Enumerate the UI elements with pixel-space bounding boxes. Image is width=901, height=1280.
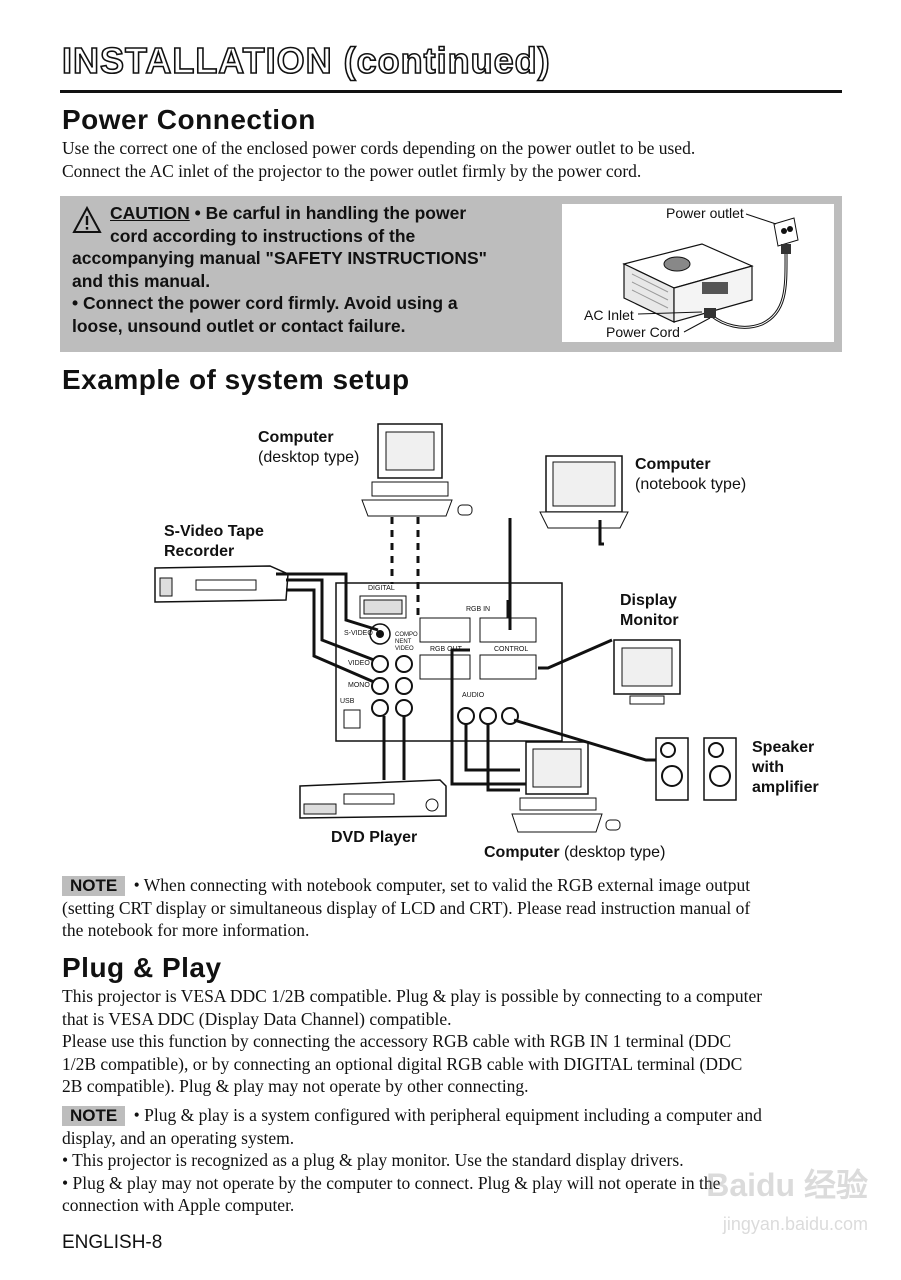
- plug-play-paragraph: This projector is VESA DDC 1/2B compatib…: [62, 986, 763, 1096]
- system-setup-diagram: DIGITAL RGB IN S-VIDEO COMPO NENT VIDEO …: [154, 423, 819, 861]
- ac-inlet-label: AC Inlet: [584, 307, 634, 323]
- panel-label-rgb-out: RGB OUT: [430, 646, 462, 653]
- title-divider: [60, 90, 842, 93]
- section-heading-setup: Example of system setup: [62, 364, 410, 395]
- panel-label-digital: DIGITAL: [368, 585, 395, 592]
- projector-illustration: [622, 213, 799, 333]
- power-line-1: Use the correct one of the enclosed powe…: [62, 138, 696, 158]
- panel-label-audio: AUDIO: [462, 692, 485, 699]
- note-badge: NOTE: [62, 1106, 126, 1126]
- watermark-logo: Baidu 经验 jingyan.baidu.com: [706, 1167, 868, 1234]
- page-number: ENGLISH-8: [62, 1232, 163, 1253]
- power-connection-figure: Power outlet AC Inlet Power Cord: [562, 204, 834, 342]
- caution-text: CAUTION • Be carful in handling the powe…: [72, 202, 550, 337]
- section-heading-power: Power Connection: [62, 104, 316, 135]
- label-computer-notebook: Computer (notebook type): [635, 456, 747, 493]
- power-cord-label: Power Cord: [606, 324, 680, 340]
- panel-label-component: COMPO NENT VIDEO: [395, 632, 418, 652]
- panel-label-control: CONTROL: [494, 646, 529, 653]
- caution-line-6: loose, unsound outlet or contact failure…: [72, 315, 406, 336]
- plug-play-note: NOTE • Plug & play is a system configure…: [62, 1105, 762, 1215]
- caution-line-1: • Be carful in handling the power: [189, 203, 467, 223]
- panel-label-video: VIDEO: [348, 660, 370, 667]
- power-line-2: Connect the AC inlet of the projector to…: [62, 160, 642, 181]
- page-title: INSTALLATION (continued): [61, 39, 551, 82]
- label-dvd-player: DVD Player: [331, 829, 418, 846]
- caution-line-4: and this manual.: [72, 270, 211, 291]
- power-outlet-label: Power outlet: [666, 205, 744, 221]
- caution-line-5: • Connect the power cord firmly. Avoid u…: [72, 293, 458, 313]
- label-computer-desktop-top: Computer (desktop type): [258, 429, 360, 466]
- caution-line-2: cord according to instructions of the: [110, 225, 416, 246]
- label-display-monitor: Display Monitor: [620, 592, 679, 629]
- label-speaker: Speaker with amplifier: [752, 739, 819, 796]
- warning-triangle-icon: [72, 206, 102, 233]
- caution-line-3: accompanying manual "SAFETY INSTRUCTIONS…: [72, 248, 487, 268]
- panel-label-rgb-in: RGB IN: [466, 606, 491, 613]
- caution-label: CAUTION: [110, 203, 190, 223]
- panel-label-svideo: S-VIDEO: [344, 630, 373, 637]
- section-heading-plug-play: Plug & Play: [62, 952, 222, 983]
- connection-diagram-drawing: [154, 423, 737, 833]
- label-svideo-recorder: S-Video Tape Recorder: [164, 523, 264, 560]
- note-badge: NOTE: [62, 876, 126, 896]
- power-paragraph: Use the correct one of the enclosed powe…: [62, 137, 852, 182]
- setup-note: NOTE • When connecting with notebook com…: [62, 875, 751, 940]
- label-computer-desktop-bottom: Computer (desktop type): [484, 844, 666, 861]
- panel-label-usb: USB: [340, 698, 355, 705]
- panel-label-mono: MONO: [348, 682, 370, 689]
